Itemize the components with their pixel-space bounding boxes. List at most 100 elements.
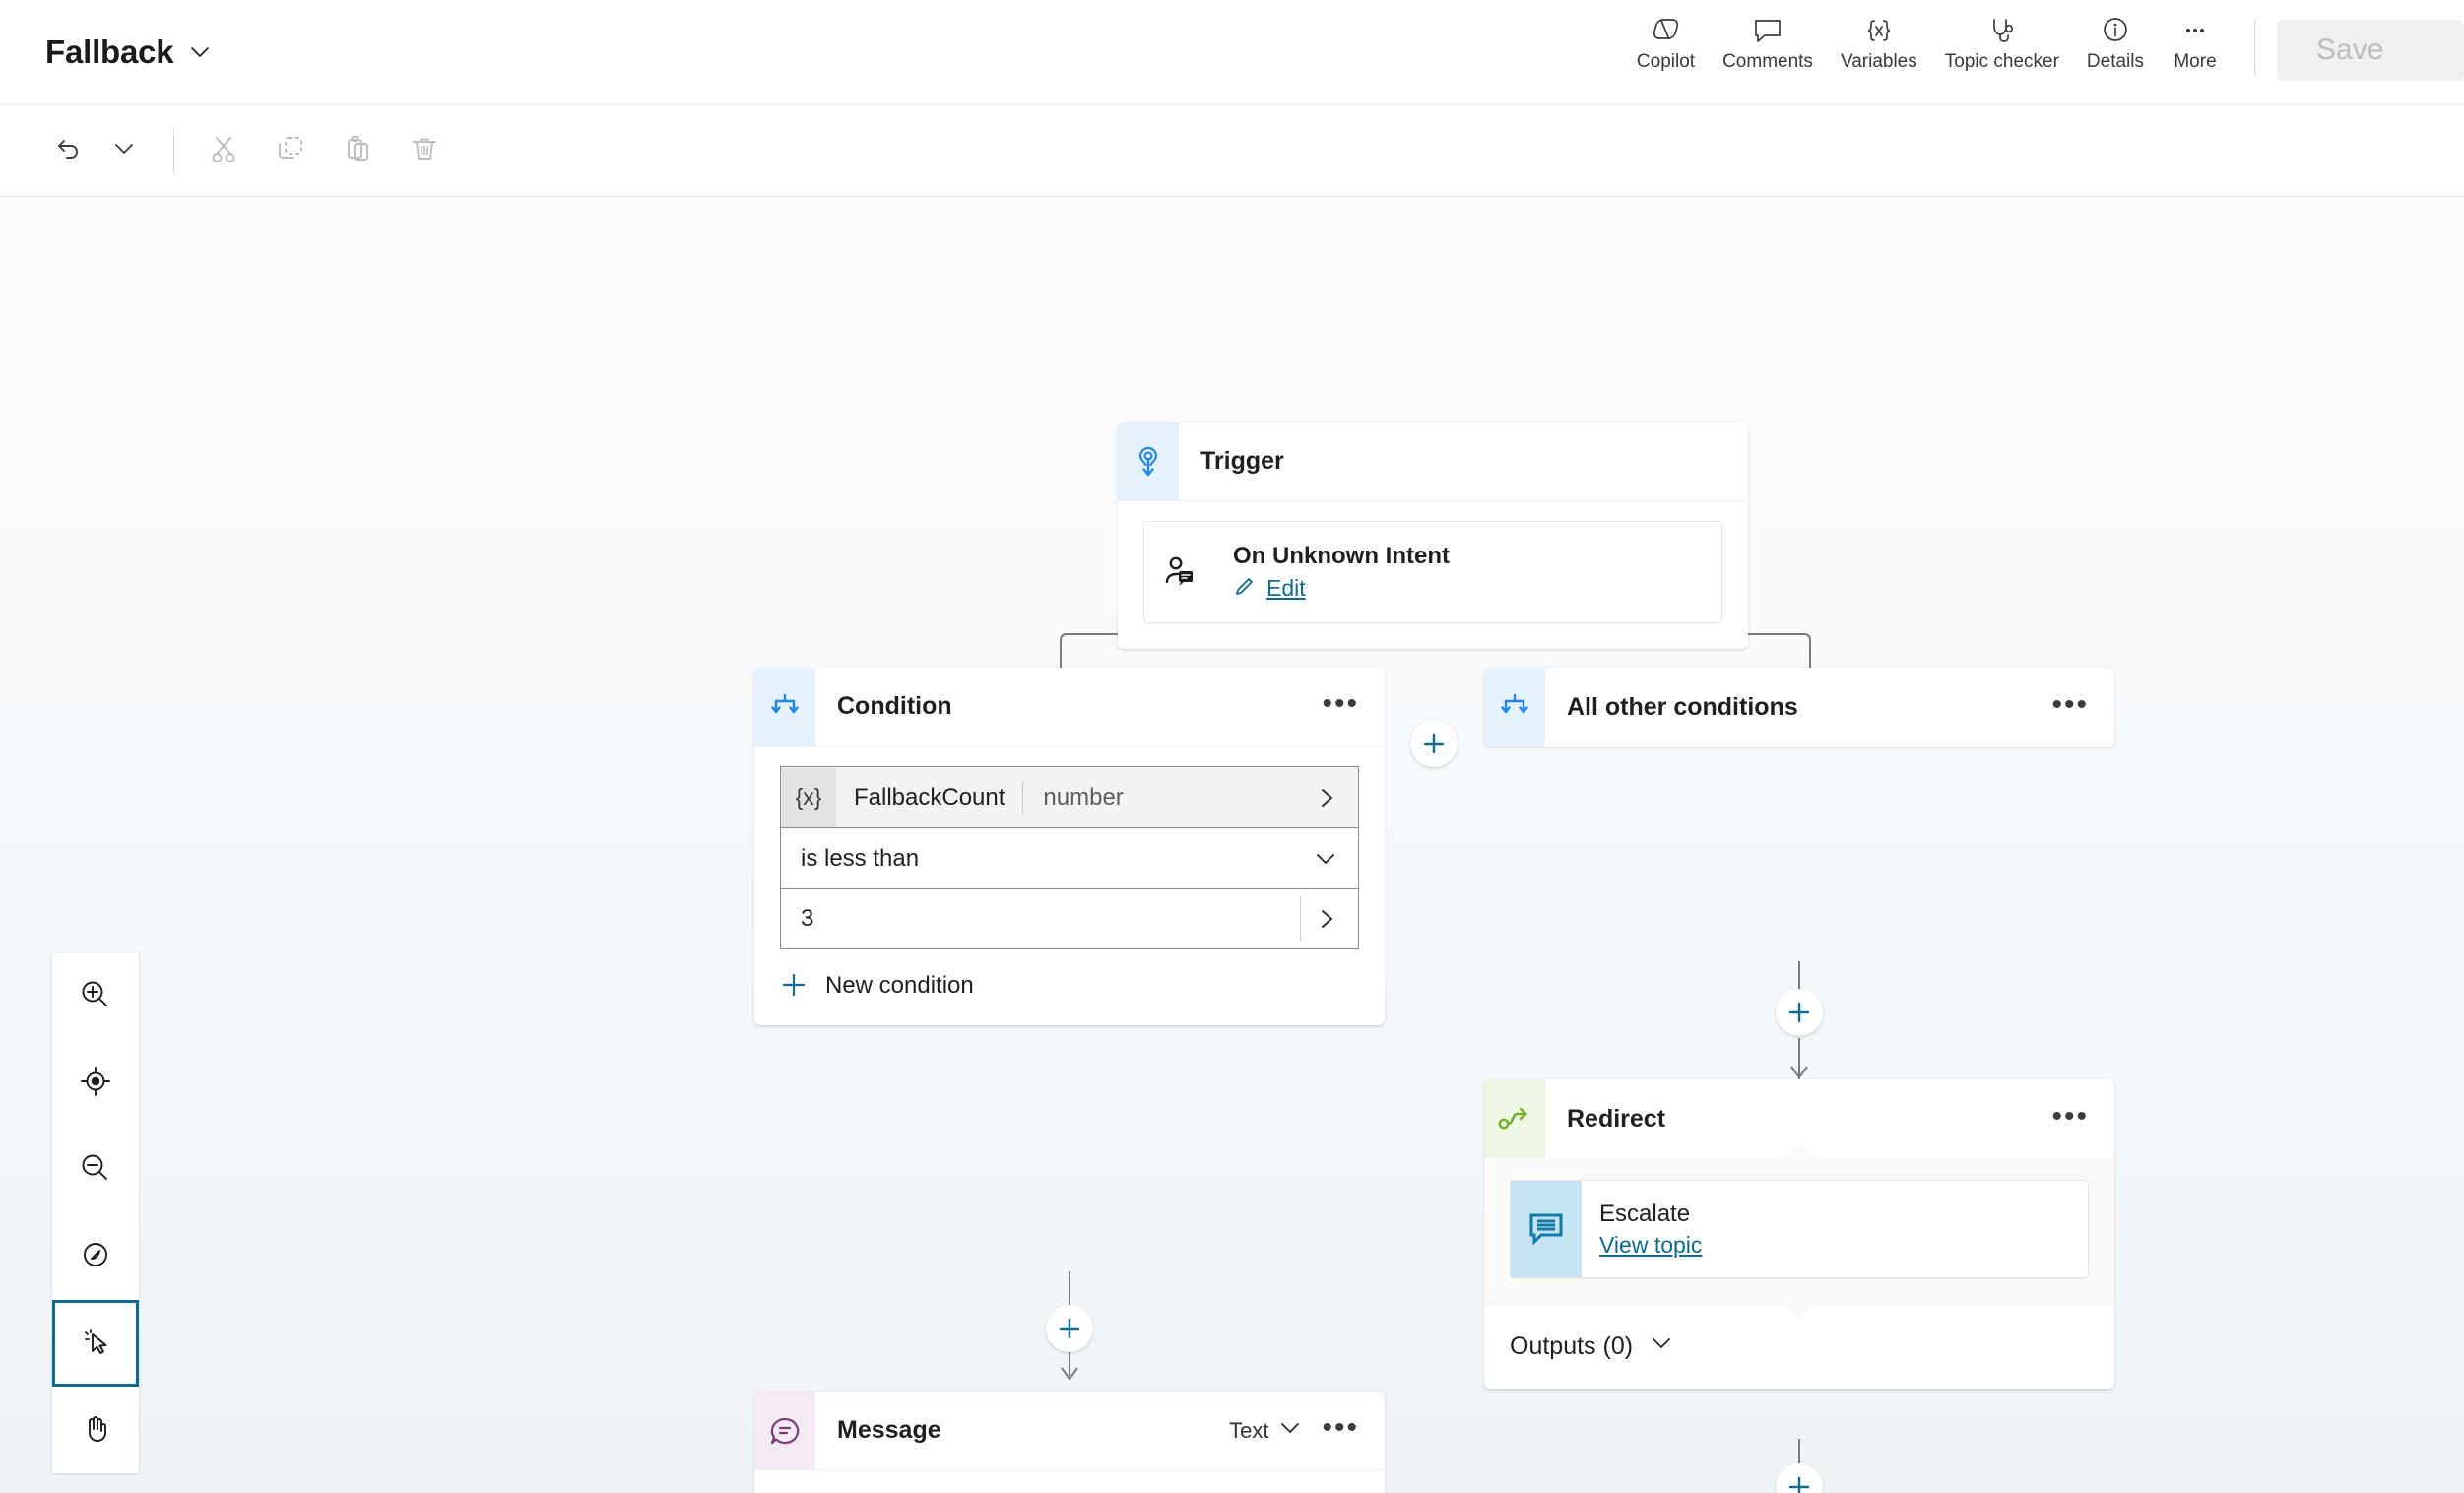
node-redirect-title: Redirect xyxy=(1567,1104,1666,1133)
minimap-icon xyxy=(78,1237,113,1277)
variable-type: number xyxy=(1043,783,1124,811)
node-message[interactable]: Message Text ••• I'm sorry, I'm not sure… xyxy=(754,1392,1385,1493)
stethoscope-icon xyxy=(1985,12,2019,49)
command-comments[interactable]: Comments xyxy=(1709,6,1827,77)
chevron-right-icon[interactable] xyxy=(1315,907,1358,931)
minimap-button[interactable] xyxy=(52,1213,139,1300)
ellipsis-icon xyxy=(2179,12,2211,49)
redirect-arrow-icon xyxy=(1484,1079,1545,1158)
node-condition-body: {x} FallbackCount number is less than xyxy=(754,746,1385,1025)
node-condition[interactable]: Condition ••• {x} FallbackCount number i xyxy=(754,668,1385,1025)
node-all-other-conditions-title: All other conditions xyxy=(1567,692,1798,721)
app-header: Fallback Copilot xyxy=(0,0,2464,105)
pan-tool-button[interactable] xyxy=(52,1387,139,1473)
pencil-icon xyxy=(1233,574,1257,603)
select-cursor-icon xyxy=(78,1324,113,1364)
select-tool-button[interactable] xyxy=(52,1300,139,1387)
node-all-other-conditions[interactable]: All other conditions ••• xyxy=(1484,668,2114,746)
edit-toolbar xyxy=(0,105,2464,197)
add-node-button[interactable] xyxy=(1776,989,1823,1036)
chevron-down-icon xyxy=(1313,846,1358,872)
add-node-button[interactable] xyxy=(1046,1305,1093,1352)
message-format-select[interactable]: Text xyxy=(1229,1416,1302,1446)
topic-message-icon xyxy=(1511,1181,1582,1277)
connector-condition-down2 xyxy=(1069,1336,1070,1376)
node-condition-menu-button[interactable]: ••• xyxy=(1322,687,1359,720)
node-trigger-title: Trigger xyxy=(1200,447,1284,475)
variable-name: FallbackCount xyxy=(854,783,1005,811)
plus-icon xyxy=(1788,1476,1810,1493)
command-label: Variables xyxy=(1840,50,1917,72)
save-button[interactable]: Save xyxy=(2277,19,2464,81)
divider xyxy=(1022,780,1024,814)
paste-button[interactable] xyxy=(334,127,381,174)
command-more[interactable]: More xyxy=(2158,6,2233,77)
scissors-icon xyxy=(207,132,240,170)
new-condition-button[interactable]: New condition xyxy=(780,971,1359,1000)
connector-aoc-down2 xyxy=(1798,1038,1800,1081)
node-redirect-menu-button[interactable]: ••• xyxy=(2051,1099,2089,1133)
node-trigger-body: On Unknown Intent Edit xyxy=(1118,501,1748,649)
view-topic-link[interactable]: View topic xyxy=(1599,1231,1703,1258)
header-command-bar: Copilot Comments Varia xyxy=(1623,0,2464,105)
zoom-in-button[interactable] xyxy=(52,953,139,1040)
arrow-head-icon xyxy=(1061,1367,1078,1381)
topic-title-dropdown[interactable]: Fallback xyxy=(45,33,211,71)
node-trigger[interactable]: Trigger On Unknown Intent xyxy=(1118,422,1748,649)
undo-history-dropdown[interactable] xyxy=(100,127,148,174)
trigger-pin-icon xyxy=(1118,422,1179,500)
header-divider xyxy=(2254,19,2255,75)
cut-button[interactable] xyxy=(200,127,247,174)
copilot-icon xyxy=(1649,12,1684,49)
chevron-down-icon xyxy=(189,41,211,63)
fit-to-view-icon xyxy=(78,1064,113,1104)
chevron-down-icon xyxy=(112,137,136,165)
connector-aoc-down xyxy=(1798,961,1800,1012)
command-details[interactable]: Details xyxy=(2073,6,2158,77)
node-message-menu-button[interactable]: ••• xyxy=(1322,1411,1359,1444)
command-label: Copilot xyxy=(1636,50,1696,72)
command-label: Topic checker xyxy=(1944,50,2059,72)
trigger-item-text: On Unknown Intent Edit xyxy=(1215,522,1721,622)
condition-operator-select[interactable]: is less than xyxy=(780,827,1359,888)
trigger-item-name: On Unknown Intent xyxy=(1233,542,1450,569)
branch-condition-icon xyxy=(1484,668,1545,746)
variables-braces-x-icon xyxy=(1861,12,1897,49)
node-message-title: Message xyxy=(837,1416,941,1444)
page-title: Fallback xyxy=(45,33,174,70)
delete-button[interactable] xyxy=(401,127,448,174)
plus-icon xyxy=(1059,1318,1080,1339)
clipboard-icon xyxy=(341,132,374,170)
redirect-outputs-label: Outputs (0) xyxy=(1510,1332,1634,1360)
copy-button[interactable] xyxy=(267,127,314,174)
command-variables[interactable]: Variables xyxy=(1827,6,1931,77)
zoom-out-button[interactable] xyxy=(52,1127,139,1213)
command-topic-checker[interactable]: Topic checker xyxy=(1931,6,2073,77)
redirect-target-card[interactable]: Escalate View topic xyxy=(1510,1180,2089,1278)
condition-operator-value: is less than xyxy=(801,844,920,872)
plus-icon xyxy=(780,971,808,1000)
chevron-right-icon[interactable] xyxy=(1315,786,1358,810)
node-redirect-header: Redirect ••• xyxy=(1484,1079,2114,1158)
chevron-down-icon xyxy=(1278,1416,1302,1446)
trigger-item-card[interactable]: On Unknown Intent Edit xyxy=(1143,521,1722,623)
node-redirect[interactable]: Redirect ••• Escalate View topic xyxy=(1484,1079,2114,1389)
fit-to-view-button[interactable] xyxy=(52,1040,139,1127)
add-node-button[interactable] xyxy=(1776,1463,1823,1493)
condition-variable-row[interactable]: {x} FallbackCount number xyxy=(780,766,1359,827)
undo-button[interactable] xyxy=(45,127,93,174)
divider xyxy=(1300,896,1301,941)
command-copilot[interactable]: Copilot xyxy=(1623,6,1709,77)
arrow-head-icon xyxy=(1790,1066,1808,1079)
command-label: Comments xyxy=(1722,50,1813,72)
flow-canvas[interactable]: Trigger On Unknown Intent xyxy=(0,198,2464,1493)
copy-dashed-icon xyxy=(274,132,307,170)
redirect-target-name: Escalate xyxy=(1599,1200,1691,1227)
condition-value-input[interactable]: 3 xyxy=(780,888,1359,949)
redirect-target-text: Escalate View topic xyxy=(1582,1181,2088,1277)
add-node-button[interactable] xyxy=(1410,720,1458,767)
node-all-other-conditions-menu-button[interactable]: ••• xyxy=(2051,687,2089,721)
condition-value: 3 xyxy=(801,905,814,932)
plus-icon xyxy=(1788,1002,1810,1023)
trigger-edit-link[interactable]: Edit xyxy=(1266,574,1306,601)
